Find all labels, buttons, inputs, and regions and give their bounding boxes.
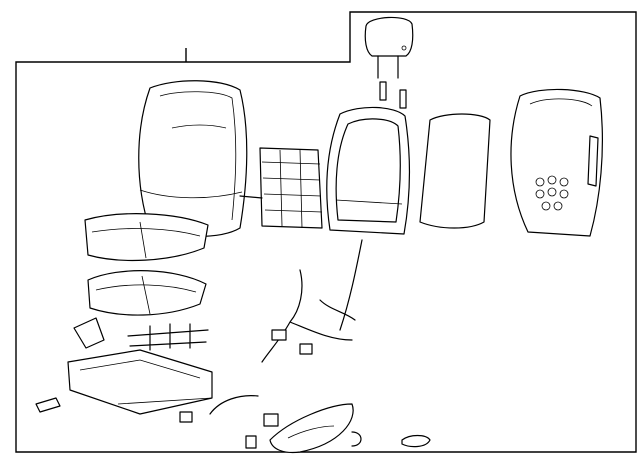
end-cap[interactable] bbox=[401, 434, 431, 448]
trim-cap[interactable] bbox=[35, 397, 61, 413]
lumbar-support[interactable] bbox=[239, 147, 323, 229]
clip[interactable] bbox=[179, 411, 193, 423]
hook[interactable] bbox=[351, 431, 362, 447]
massage-bladder-icon bbox=[535, 175, 569, 211]
seat-cushion-cover[interactable] bbox=[84, 213, 209, 262]
seat-adjuster[interactable] bbox=[67, 349, 213, 415]
wiring-harness[interactable] bbox=[261, 239, 363, 363]
side-shield[interactable] bbox=[269, 403, 354, 454]
head-restraint-guides[interactable] bbox=[379, 81, 407, 109]
trim-cover[interactable] bbox=[73, 317, 105, 349]
seat-cushion-pad[interactable] bbox=[87, 270, 207, 316]
seat-back-panel[interactable] bbox=[419, 113, 491, 229]
cable[interactable] bbox=[209, 395, 259, 415]
switch-bezel[interactable] bbox=[245, 413, 279, 449]
diagram-frame bbox=[15, 11, 637, 453]
seat-back-frame[interactable] bbox=[326, 106, 411, 235]
head-restraint[interactable] bbox=[364, 16, 414, 79]
seat-back-cover[interactable] bbox=[138, 80, 248, 238]
seat-back-shell[interactable] bbox=[510, 88, 603, 237]
cushion-springs[interactable] bbox=[127, 323, 209, 351]
